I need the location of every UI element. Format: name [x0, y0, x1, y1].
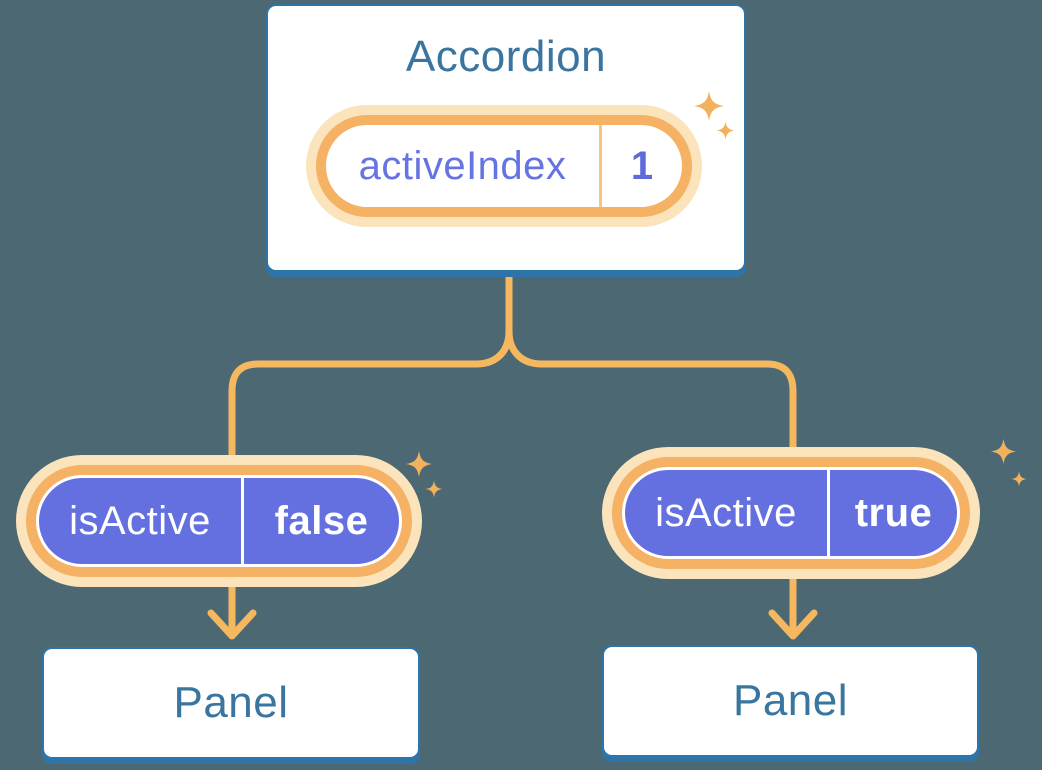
prop-pill-right-ring: isActive true: [612, 457, 970, 569]
state-pill: activeIndex 1: [306, 105, 702, 227]
sparkle-icon: [1011, 471, 1027, 487]
prop-pill-left-core: isActive false: [36, 475, 402, 567]
prop-pill-right-core: isActive true: [622, 467, 960, 559]
tree-connector-left: [228, 272, 513, 632]
prop-pill-right-divider: [827, 470, 830, 556]
panel-title-left: Panel: [173, 678, 289, 727]
sparkle-icon: [716, 121, 735, 140]
sparkle-icon: [405, 450, 433, 478]
prop-value-right: true: [854, 490, 933, 535]
prop-pill-right: isActive true: [602, 447, 980, 579]
state-pill-ring: activeIndex 1: [316, 115, 692, 217]
sparkle-icon: [990, 438, 1017, 465]
prop-pill-left-divider: [241, 478, 244, 564]
panel-title-right: Panel: [732, 676, 849, 725]
state-name: activeIndex: [358, 143, 567, 188]
arrow-down-right-icon: [768, 609, 818, 640]
prop-value-left: false: [274, 498, 369, 543]
panel-card-left: Panel: [42, 647, 420, 759]
prop-pill-left: isActive false: [16, 455, 422, 587]
state-value: 1: [630, 143, 654, 188]
sparkle-icon: [694, 91, 724, 121]
state-pill-core: activeIndex 1: [326, 125, 682, 207]
state-pill-divider: [599, 125, 602, 207]
sparkle-icon: [425, 480, 443, 498]
panel-card-right: Panel: [602, 645, 979, 757]
prop-pill-left-ring: isActive false: [26, 465, 412, 577]
arrow-down-left-icon: [207, 609, 257, 640]
prop-name-right: isActive: [655, 490, 797, 535]
prop-name-left: isActive: [69, 498, 211, 543]
accordion-title: Accordion: [405, 32, 607, 81]
tree-connector-right: [505, 272, 797, 632]
